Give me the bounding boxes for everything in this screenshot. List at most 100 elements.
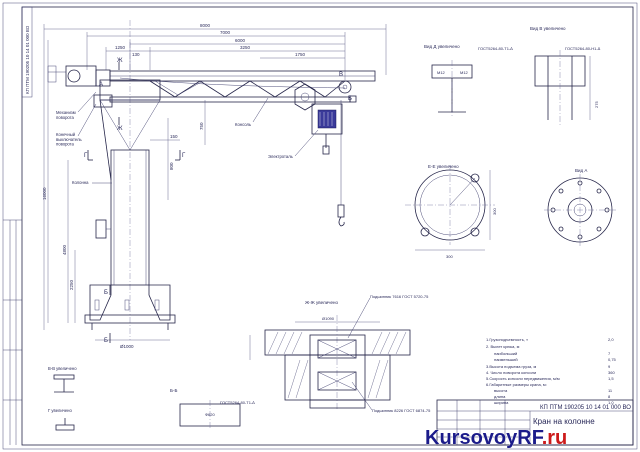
brace bbox=[99, 99, 161, 151]
limit-switch bbox=[93, 94, 113, 108]
spec-value: 1,5 bbox=[608, 376, 614, 381]
trolley-hub bbox=[300, 92, 310, 102]
dim-text-16000: 16000 bbox=[42, 187, 47, 200]
label-column: Колонна bbox=[72, 180, 89, 185]
view-g-title: Г увеличено bbox=[48, 408, 72, 413]
view-v-small-title: В-В увеличено bbox=[48, 366, 77, 371]
spec-value: 11 bbox=[608, 388, 613, 393]
spec-label: наименьший bbox=[494, 357, 518, 362]
hook-block bbox=[337, 204, 345, 218]
zh-housing-body bbox=[284, 354, 391, 401]
electric-hoist bbox=[311, 103, 343, 135]
zh-hatch bbox=[287, 359, 301, 399]
view-d-dim: М12 bbox=[437, 70, 446, 75]
watermark-part2: .ru bbox=[542, 427, 568, 449]
e-e-radius bbox=[449, 177, 476, 206]
view-a-bolt-hole bbox=[604, 207, 610, 213]
dim-text-base-diameter: Ø1000 bbox=[120, 344, 134, 349]
bearing-note-2: Подшипник 8226 ГОСТ 6874-75 bbox=[372, 408, 431, 413]
view-a-bolt-hole bbox=[577, 234, 583, 240]
title-block-code: КП ПТМ 190205 10 14 01 000 ВО bbox=[540, 405, 631, 411]
bearing-note-1: Подшипник 7616 ГОСТ 5720-75 bbox=[370, 294, 429, 299]
section-letter-g-left: Г bbox=[84, 153, 88, 159]
section-letter-zh-bottom: Ж bbox=[117, 126, 123, 132]
leader-mechanism bbox=[77, 91, 97, 113]
view-a-bolt-hole bbox=[558, 188, 564, 194]
control-box bbox=[95, 219, 107, 239]
dim-text-7000: 7000 bbox=[220, 30, 231, 35]
section-letter-g-right: Г bbox=[182, 153, 186, 159]
zh-bearing-bottom bbox=[317, 371, 357, 391]
view-e-e bbox=[405, 165, 495, 251]
view-v-plate bbox=[534, 55, 586, 87]
dim-text-1750: 1750 bbox=[295, 52, 306, 57]
section-letter-a: А bbox=[99, 82, 103, 88]
hoist-drum bbox=[317, 109, 337, 129]
view-b-b bbox=[179, 400, 241, 430]
zh-hatch bbox=[379, 331, 391, 355]
dim-text-150: 150 bbox=[170, 134, 178, 139]
spec-value: 9 bbox=[608, 364, 611, 369]
title-block-frame bbox=[436, 399, 634, 446]
gost-note-1: ГОСТ5264-80-Т1-∆ bbox=[478, 46, 513, 51]
view-g bbox=[55, 418, 75, 431]
e-e-roller bbox=[470, 227, 480, 237]
section-letter-v: В bbox=[339, 72, 343, 78]
spec-label: длина bbox=[494, 394, 506, 399]
zh-hatch bbox=[283, 331, 295, 355]
dim-text-1250: 1250 bbox=[115, 45, 126, 50]
spec-label: 3.Высота подъема груза, м bbox=[486, 364, 536, 369]
zh-hatch bbox=[395, 331, 407, 355]
view-v-dim-text: 275 bbox=[594, 101, 599, 108]
section-letter-b-upper: Б bbox=[104, 290, 108, 296]
view-v-v-small bbox=[53, 374, 75, 393]
view-a-bolt-hole bbox=[558, 226, 564, 232]
spec-label: 6.Габаритные размеры крана, м: bbox=[486, 382, 547, 387]
mechanism-gearbox bbox=[95, 69, 111, 87]
spec-value: 7 bbox=[608, 351, 611, 356]
zh-hatch bbox=[371, 331, 383, 355]
dim-text-3250: 3250 bbox=[240, 45, 251, 50]
drawing-number-vertical: КП ПТМ 190205 10 14 01 000 ВО bbox=[25, 25, 30, 94]
boom-truss bbox=[149, 80, 346, 98]
e-e-roller bbox=[470, 173, 480, 183]
dim-text-4800: 4800 bbox=[62, 244, 67, 255]
view-a-bolt-hole bbox=[550, 207, 556, 213]
view-d-dim: М12 bbox=[460, 70, 469, 75]
spec-label: ширина bbox=[494, 400, 509, 405]
dim-text-130: 130 bbox=[132, 52, 140, 57]
spec-value: 2,0 bbox=[608, 337, 614, 342]
watermark: KursovoyRF.ru bbox=[425, 427, 567, 449]
dim-text-6000: 6000 bbox=[235, 38, 246, 43]
column bbox=[110, 149, 150, 286]
leader-limit-switch bbox=[77, 103, 97, 137]
hook-block-top bbox=[322, 145, 330, 155]
zh-hatch bbox=[375, 359, 389, 399]
base-plate bbox=[84, 314, 176, 324]
boom-truss-inner bbox=[154, 80, 204, 96]
leader-boom bbox=[252, 97, 269, 123]
base-gusset-right bbox=[148, 284, 171, 321]
v-v-plate bbox=[53, 374, 75, 380]
view-v bbox=[534, 50, 591, 125]
inner-frame bbox=[21, 6, 634, 446]
view-zh-title: Ж-Ж увеличено bbox=[305, 300, 338, 305]
base-bolt bbox=[124, 299, 130, 311]
dim-text-8000: 8000 bbox=[200, 23, 211, 28]
leader-bearing-2 bbox=[351, 381, 373, 411]
counterweight bbox=[47, 65, 57, 83]
spec-value: 1,0 bbox=[608, 400, 614, 405]
hook-icon bbox=[338, 216, 345, 227]
view-b-title: Б-Б bbox=[170, 388, 177, 393]
zh-bearing-cross bbox=[317, 371, 357, 391]
e-e-dim-text: 300 bbox=[446, 254, 453, 259]
end-stop bbox=[349, 95, 357, 103]
spec-value: 8 bbox=[608, 394, 611, 399]
label-boom: Консоль bbox=[235, 122, 252, 127]
zh-hatch bbox=[367, 359, 381, 399]
view-zh-zh bbox=[249, 315, 411, 410]
specs-list: 1.Грузоподъемность, т 2,0 2. Вылет крюка… bbox=[486, 337, 617, 405]
e-e-roller bbox=[420, 227, 430, 237]
